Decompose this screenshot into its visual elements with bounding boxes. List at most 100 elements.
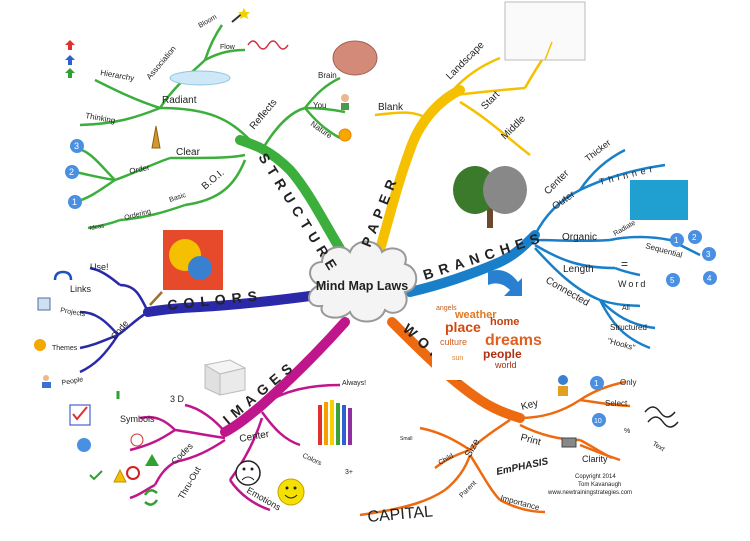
projects-grid-icon [37,297,51,311]
blank-paper-image [504,1,586,61]
help-icon [77,438,91,452]
ten-badge [592,413,606,427]
themes-label: Themes [52,345,78,352]
codes-label: Codes [169,441,195,467]
thru-out-label: Thru-Out [176,464,203,501]
order-number-circles [65,139,84,209]
branches-sub-branches [533,148,701,350]
small-label: Small [400,436,413,442]
check-mark-green-icon [89,470,103,481]
white-3d-box-image [203,359,247,396]
alarm-clock-icon [130,433,144,447]
child-label: Child [438,453,455,467]
only-one-number: 1 [594,379,599,388]
structure-label: STRUCTURE [255,150,343,277]
brain-label: Brain [318,71,337,80]
words-main-branch [387,317,525,423]
images-sub-branches [129,383,341,512]
ordering-label: Ordering [124,208,152,222]
equals-sign: = [621,257,628,271]
cloud-word-place: place [445,319,481,335]
colors-sub-branches [79,266,150,374]
dna-wave-icon [247,40,289,50]
magic-wand-icon [231,8,250,23]
cloud-word-culture: culture [440,337,467,347]
checkmark-icon [72,406,88,421]
seq-number-2: 2 [692,233,697,242]
hierarchy-label: Hierarchy [100,68,135,83]
always-label: Always! [342,380,366,387]
cloud-word-world: world [494,360,517,370]
sequential-number-circles [666,230,717,287]
printer-icon [561,437,577,448]
cloud-word-people: people [483,347,522,361]
cloud-word-dreams: dreams [485,332,542,349]
brain-icon [332,40,378,76]
sad-face-icon [235,460,261,486]
branches-label: BRANCHES [421,228,547,283]
flow-label: Flow [220,44,236,51]
boi-label: B.O.I. [200,167,227,192]
emphasis-label: EmPHASIS [495,456,549,478]
central-cloud [308,240,418,323]
ideas-label: Ideas [89,224,105,232]
center-title: Mind Map Laws [316,279,408,293]
reflects-label: Reflects [248,97,280,132]
hierarchy-arrows-icon [65,40,75,78]
order-number-1: 1 [72,197,77,207]
person-icon [341,94,349,110]
print-label: Print [519,432,542,448]
author-label: Tom Kavanaugh [578,482,621,488]
links-label: Links [70,284,92,294]
arrow-to-paper [544,41,553,61]
colors-sub-label: Colors [301,452,323,467]
people-label: People [61,376,84,387]
swirl-blue [188,256,212,280]
bloom-label: Bloom [198,14,219,30]
symbols-label: Symbols [120,414,155,424]
text-label: Text [651,441,666,454]
percent-label: % [624,428,630,435]
seq-number-5: 5 [670,276,675,285]
structure-main-branch [235,135,357,273]
recycle-arrows-icon [143,489,159,506]
ten-number: 10 [594,418,602,425]
seq-number-1: 1 [674,236,679,245]
paintbrush-icon [149,291,163,306]
colored-pencils-image [318,400,352,445]
3d-label: 3 D [170,394,185,404]
warning-icon [113,468,127,483]
structured-label: Structured [610,323,647,332]
structure-sub-branches [74,24,346,230]
tree-image [453,166,527,228]
key-label: Key [520,398,539,413]
seq-number-3: 3 [706,250,711,259]
themes-sun-icon [34,339,46,351]
cloud-word-weather: weather [454,309,497,321]
seq-number-4: 4 [707,274,712,283]
clear-label: Clear [176,147,201,158]
bell-icon [151,125,161,149]
you-label: You [313,101,327,110]
organic-label: Organic [562,232,597,243]
only-label: Only [620,378,636,387]
url-label: www.newtrainingstrategies.com [547,490,632,496]
length-label: Length [563,264,594,275]
middle-label: Middle [499,113,528,142]
landscape-label: Landscape [444,39,487,82]
word-label: Word [618,279,647,289]
word-cloud-image: place dreams people weather home culture… [432,300,547,380]
green-triangle-icon [145,454,159,466]
sun-icon [338,128,352,142]
clarity-label: Clarity [582,454,608,464]
parent-label: Parent [458,480,478,500]
cloud-word-home: home [490,316,519,328]
images-center-label: Center [239,429,271,445]
key-figure-icon [558,375,568,396]
colors-main-branch [143,290,323,317]
code-label: Code [109,318,130,341]
branches-main-branch [405,230,540,297]
only-one-badge [590,376,604,390]
